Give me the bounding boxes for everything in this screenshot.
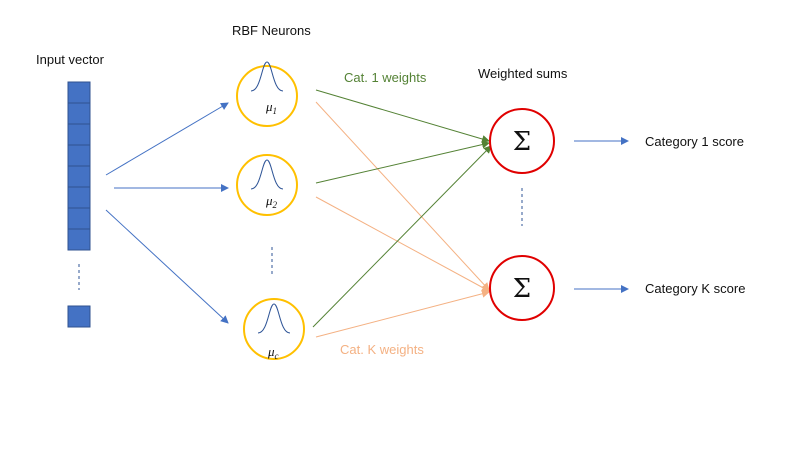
input-cell xyxy=(67,81,91,104)
gaussian-curve-icon xyxy=(257,303,291,334)
input-cell xyxy=(67,123,91,146)
neuron-1-mu: μ1 xyxy=(265,99,277,116)
weighted-sums-label: Weighted sums xyxy=(478,66,568,81)
category-1-score-label: Category 1 score xyxy=(645,134,744,149)
input-cell xyxy=(67,144,91,167)
cat1-weight-line-2 xyxy=(315,140,490,184)
category-k-score-label: Category K score xyxy=(645,281,745,296)
input-arrow-to-neuron-c xyxy=(105,209,229,324)
rbf-neurons-label: RBF Neurons xyxy=(232,23,311,38)
catk-weight-line-2 xyxy=(315,196,490,292)
input-cell xyxy=(67,186,91,209)
gaussian-curve-icon xyxy=(250,61,284,92)
input-cell xyxy=(67,165,91,188)
sigma-icon: Σ xyxy=(513,274,531,304)
input-arrow-to-neuron-1 xyxy=(105,102,229,176)
rbf-neuron-c: μc xyxy=(243,298,305,361)
cat1-weight-line-c xyxy=(312,145,492,328)
sum-node-1: Σ xyxy=(489,108,555,174)
rbf-neuron-2: μ2 xyxy=(236,154,298,216)
input-cell xyxy=(67,207,91,230)
catk-weight-line-1 xyxy=(315,101,490,291)
catk-weight-line-c xyxy=(315,289,490,338)
neuron-2-mu: μ2 xyxy=(265,193,278,210)
input-vector xyxy=(67,81,91,328)
input-cell xyxy=(67,102,91,125)
cat1-weight-line-1 xyxy=(315,89,490,143)
input-vector-label: Input vector xyxy=(36,52,105,67)
neuron-c-mu: μc xyxy=(267,344,279,361)
input-cell-last xyxy=(67,305,91,328)
gaussian-curve-icon xyxy=(250,159,284,190)
cat1-weights-label: Cat. 1 weights xyxy=(344,70,427,85)
sigma-icon: Σ xyxy=(513,127,531,157)
rbf-neuron-1: μ1 xyxy=(236,61,298,127)
input-cell xyxy=(67,228,91,251)
catk-weights-label: Cat. K weights xyxy=(340,342,424,357)
sum-node-k: Σ xyxy=(489,255,555,321)
